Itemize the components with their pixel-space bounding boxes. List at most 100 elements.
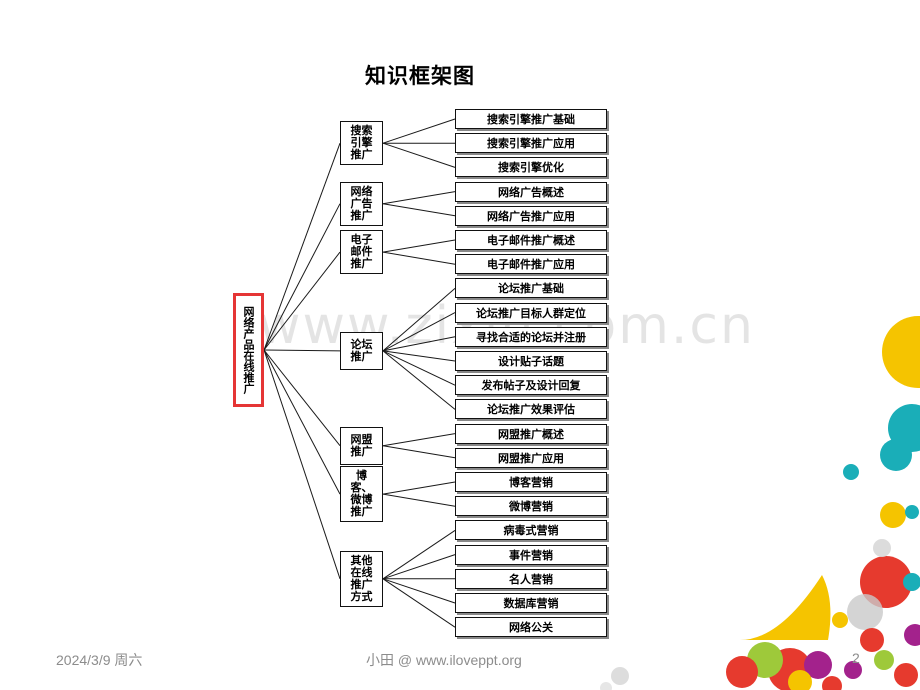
decorative-bubble — [894, 663, 918, 687]
leaf-node: 论坛推广目标人群定位 — [455, 302, 607, 323]
decorative-bubble — [905, 505, 919, 519]
decorative-bubble — [860, 556, 912, 608]
root-to-branch-line — [263, 349, 341, 495]
footer-author: 小田 @ www.iloveppt.org — [366, 652, 522, 668]
branch-node-label: 其他在线推广方式 — [350, 553, 373, 603]
branch-node-label: 论坛推广 — [350, 337, 373, 363]
decorative-bubble — [903, 573, 920, 591]
leaf-node: 网络公关 — [455, 617, 607, 638]
leaf-node-label: 发布帖子及设计回复 — [481, 379, 581, 393]
leaf-node-label: 搜索引擎推广基础 — [487, 113, 575, 126]
leaf-node: 名人营销 — [455, 568, 607, 589]
leaf-node: 论坛推广基础 — [455, 278, 607, 299]
branch-to-leaf-line — [382, 191, 456, 205]
leaf-node-label: 论坛推广目标人群定位 — [476, 306, 586, 320]
leaf-node-label: 论坛推广基础 — [498, 282, 564, 296]
branch-to-leaf-line — [382, 433, 456, 447]
root-node-label: 网络产品在线推广 — [242, 306, 255, 394]
leaf-node-label: 寻找合适的论坛并注册 — [476, 330, 586, 344]
leaf-node-label: 搜索引擎优化 — [498, 161, 564, 175]
leaf-node-label: 微博营销 — [509, 500, 553, 514]
root-to-branch-line — [263, 143, 341, 351]
leaf-node-label: 博客营销 — [509, 476, 553, 489]
branch-to-leaf-line — [382, 251, 456, 265]
decorative-bubble — [611, 667, 629, 685]
branch-node-label: 电子邮件推广 — [350, 233, 373, 271]
leaf-node: 微博营销 — [455, 496, 607, 517]
leaf-node-label: 名人营销 — [509, 572, 553, 586]
footer-page-number: 2 — [852, 650, 860, 666]
branch-node: 电子邮件推广 — [340, 230, 383, 275]
decorative-bubble — [880, 439, 912, 471]
branch-to-leaf-line — [382, 118, 456, 144]
leaf-node-label: 事件营销 — [509, 548, 553, 562]
root-to-branch-line — [263, 349, 341, 579]
branch-node-label: 博客、微博推广 — [350, 469, 373, 519]
leaf-node: 博客营销 — [455, 472, 607, 492]
leaf-node: 病毒式营销 — [455, 520, 607, 541]
decorative-swoosh — [740, 575, 831, 640]
leaf-node: 电子邮件推广概述 — [455, 230, 607, 250]
leaf-node-label: 论坛推广效果评估 — [487, 403, 575, 417]
branch-to-leaf-line — [382, 239, 456, 253]
page-title: 知识框架图 — [365, 64, 475, 88]
branch-to-leaf-line — [382, 336, 456, 352]
branch-node: 网盟推广 — [340, 426, 383, 465]
branch-to-leaf-line — [382, 445, 456, 459]
leaf-node: 寻找合适的论坛并注册 — [455, 326, 607, 347]
leaf-node: 网盟推广应用 — [455, 447, 607, 468]
leaf-node-label: 数据库营销 — [503, 597, 559, 610]
branch-to-leaf-line — [382, 312, 456, 352]
leaf-node: 搜索引擎推广基础 — [455, 109, 607, 129]
branch-to-leaf-line — [382, 578, 456, 604]
leaf-node-label: 网络广告推广应用 — [487, 209, 575, 223]
leaf-node-label: 电子邮件推广应用 — [487, 258, 575, 272]
leaf-node: 电子邮件推广应用 — [455, 254, 607, 275]
leaf-node-label: 网盟推广概述 — [498, 427, 564, 441]
leaf-node: 发布帖子及设计回复 — [455, 375, 607, 396]
leaf-node-label: 网络公关 — [509, 621, 553, 635]
footer-date: 2024/3/9 周六 — [56, 652, 143, 668]
branch-to-leaf-line — [382, 529, 456, 580]
decorative-bubble — [843, 464, 859, 480]
branch-to-leaf-line — [382, 481, 456, 495]
decorative-bubble — [847, 594, 883, 630]
decorative-bubble — [904, 624, 920, 646]
decorative-bubble — [860, 628, 884, 652]
branch-to-leaf-line — [382, 554, 456, 580]
leaf-node: 搜索引擎优化 — [455, 157, 607, 178]
decorative-bubble — [882, 316, 920, 388]
decorative-bubble — [844, 661, 862, 679]
leaf-node: 设计贴子话题 — [455, 351, 607, 371]
decorative-bubble — [726, 656, 758, 688]
leaf-node-label: 网络广告概述 — [498, 185, 564, 199]
branch-node: 其他在线推广方式 — [340, 550, 383, 607]
decorative-bubble — [874, 650, 894, 670]
root-to-branch-line — [263, 251, 341, 351]
decorative-bubble — [873, 539, 891, 557]
branch-node: 论坛推广 — [340, 331, 383, 370]
branch-node-label: 搜索引擎推广 — [350, 124, 373, 162]
leaf-node: 网络广告概述 — [455, 181, 607, 202]
decorative-bubble — [832, 612, 848, 628]
decorative-bubble — [600, 682, 612, 690]
branch-to-leaf-line — [382, 350, 456, 410]
decorative-bubble — [822, 676, 842, 690]
branch-node: 博客、微博推广 — [340, 466, 383, 523]
leaf-node-label: 设计贴子话题 — [498, 355, 564, 368]
decorative-bubble — [804, 651, 832, 679]
root-to-branch-line — [263, 349, 341, 447]
leaf-node: 网盟推广概述 — [455, 423, 607, 444]
branch-to-leaf-line — [382, 350, 456, 386]
root-node: 网络产品在线推广 — [233, 293, 264, 407]
leaf-node: 数据库营销 — [455, 593, 607, 613]
branch-node: 搜索引擎推广 — [340, 121, 383, 166]
leaf-node-label: 电子邮件推广概述 — [487, 234, 575, 247]
leaf-node-label: 搜索引擎推广应用 — [487, 137, 575, 151]
leaf-node-label: 网盟推广应用 — [498, 451, 564, 465]
leaf-node: 网络广告推广应用 — [455, 205, 607, 226]
decorative-bubble — [788, 670, 812, 690]
branch-node: 网络广告推广 — [340, 181, 383, 226]
